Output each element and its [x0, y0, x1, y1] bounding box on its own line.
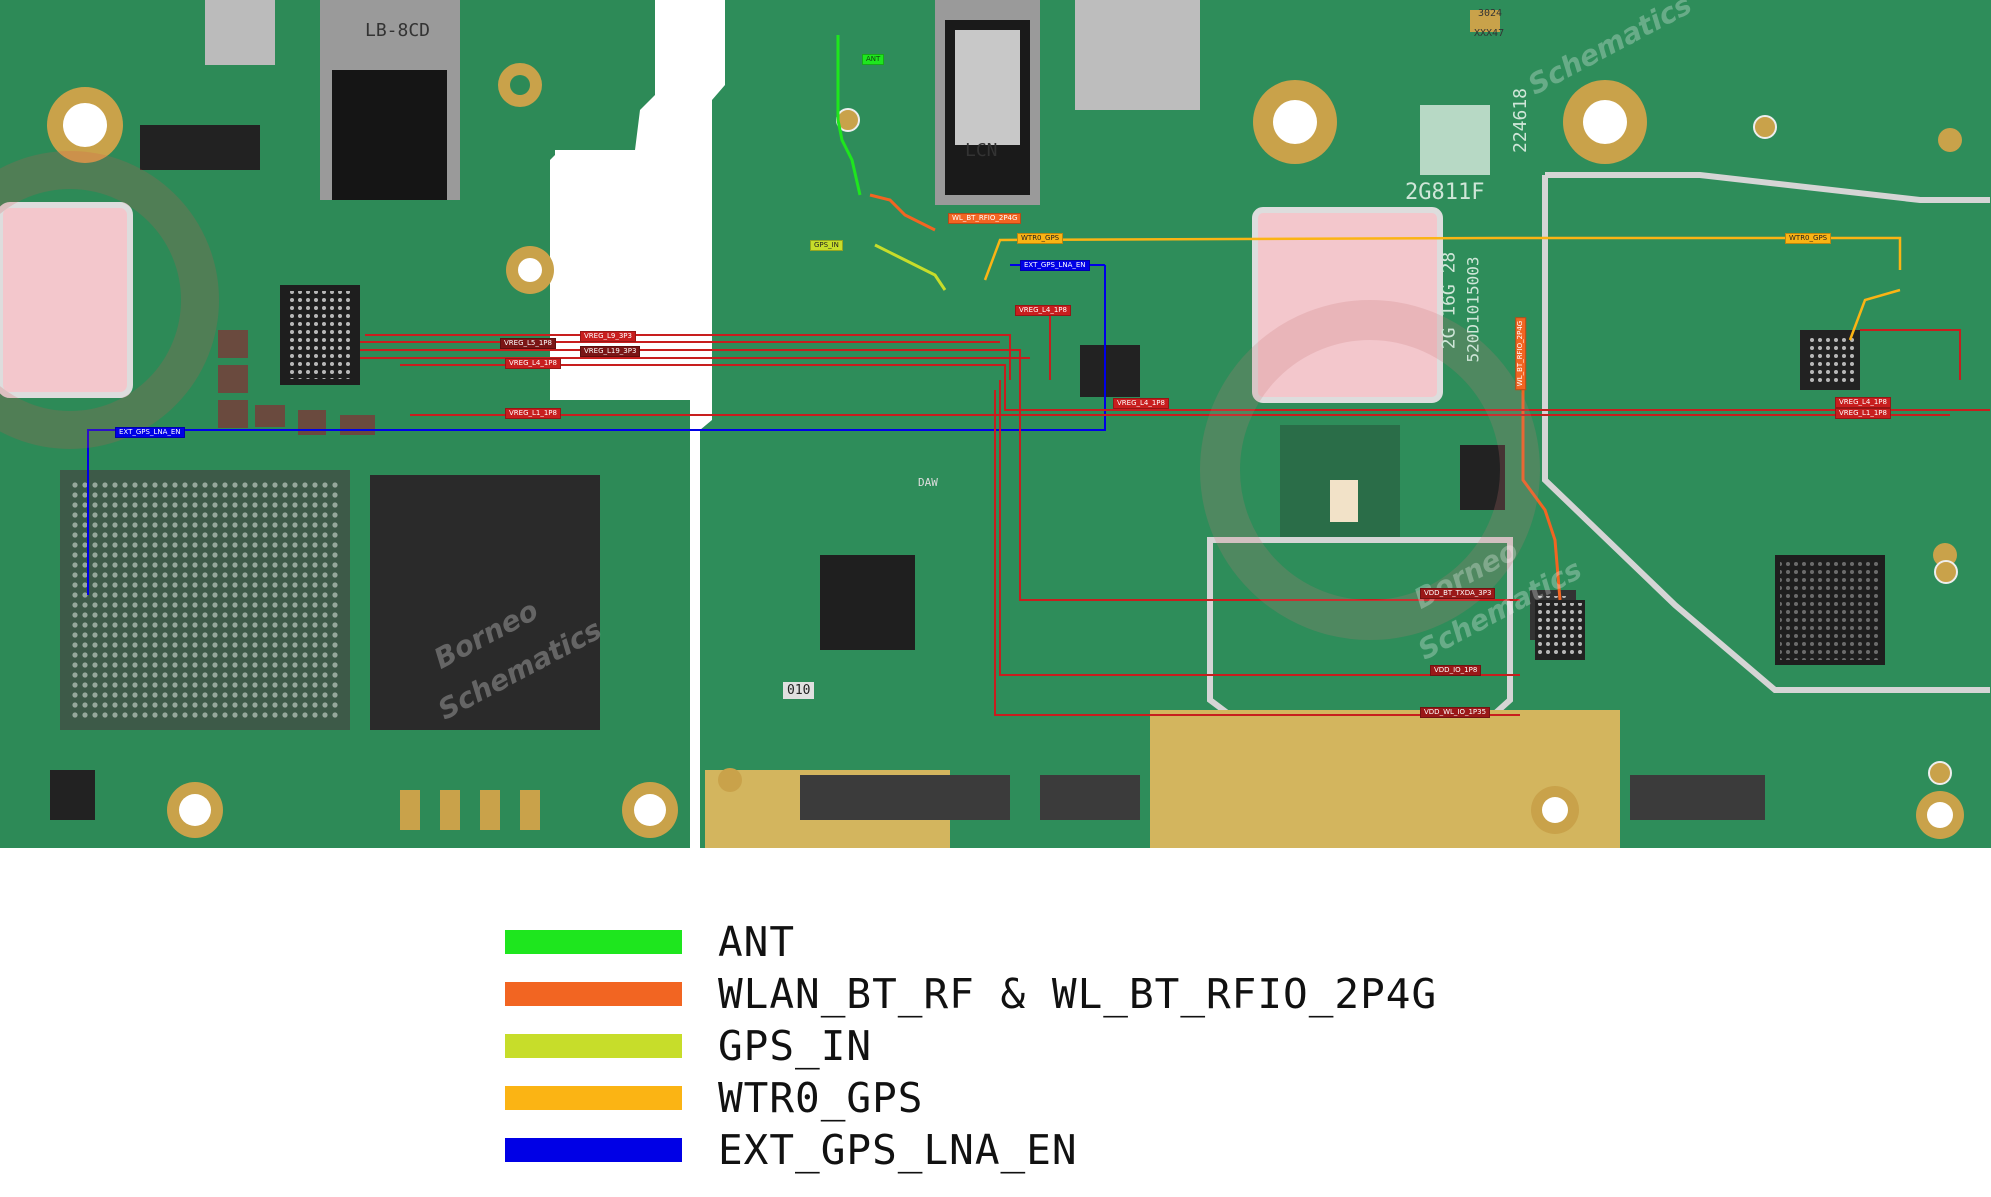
net-label-vreg-l19: VREG_L19_3P3 [580, 346, 641, 357]
legend-item: WTR0_GPS [505, 1072, 1437, 1124]
net-label-ext-lna-b: EXT_GPS_LNA_EN [115, 427, 185, 438]
xtal-a-text: 3024 [1478, 8, 1503, 19]
xtal-b-text: XXX47 [1474, 28, 1505, 39]
legend-label: WLAN_BT_RF & WL_BT_RFIO_2P4G [718, 970, 1438, 1018]
connector-a-text: LB-8CD [365, 20, 431, 41]
chip-mark2-text: DAW [918, 476, 938, 489]
connector-b-text: LCN [965, 140, 998, 161]
legend-swatch-wtr0-gps [505, 1086, 682, 1110]
right-pcb [700, 0, 1991, 848]
net-label-vreg-l5: VREG_L5_1P8 [500, 338, 556, 349]
net-label-ant: ANT [862, 54, 885, 65]
legend-swatch-gps-in [505, 1034, 682, 1058]
legend-swatch-ext-gps-lna-en [505, 1138, 682, 1162]
net-label-vdd-io: VDD_IO_1P8 [1430, 665, 1482, 676]
net-label-vreg-l4-b: VREG_L4_1P8 [1015, 305, 1071, 316]
pcb-side-text: 2G 16G 28 [1438, 251, 1460, 350]
net-label-vreg-l9: VREG_L9_3P3 [580, 331, 636, 342]
net-label-wtr0-gps-b: WTR0_GPS [1785, 233, 1832, 244]
legend-label: EXT_GPS_LNA_EN [718, 1126, 1078, 1174]
legend-item: EXT_GPS_LNA_EN [505, 1124, 1437, 1176]
legend-item: GPS_IN [505, 1020, 1437, 1072]
net-label-vreg-l4-a: VREG_L4_1P8 [505, 358, 561, 369]
net-label-wtr0-gps-a: WTR0_GPS [1017, 233, 1064, 244]
net-label-vreg-l4-c: VREG_L4_1P8 [1113, 398, 1169, 409]
net-label-vreg-l4-d: VREG_L4_1P8 [1835, 397, 1891, 408]
chip-mark-text: 010 [783, 682, 815, 699]
legend-swatch-wlan [505, 982, 682, 1006]
pcb-code-text: 224618 [1510, 87, 1532, 154]
legend-label: ANT [718, 918, 796, 966]
legend-label: WTR0_GPS [718, 1074, 924, 1122]
net-label-ext-lna-a: EXT_GPS_LNA_EN [1020, 260, 1090, 271]
pcb-serial-text: 520D1015003 [1463, 256, 1483, 363]
net-label-gps-in: GPS_IN [810, 240, 843, 251]
net-label-vreg-l1-b: VREG_L1_1P8 [1835, 408, 1891, 419]
net-label-wl-bt-rfio: WL_BT_RFIO_2P4G [948, 213, 1022, 224]
net-label-wl-bt-rfio-vertical: WL_BT_RFIO_2P4G [1515, 316, 1527, 391]
legend-swatch-ant [505, 930, 682, 954]
legend-item: WLAN_BT_RF & WL_BT_RFIO_2P4G [505, 968, 1437, 1020]
net-label-vdd-bt-txda: VDD_BT_TXDA_3P3 [1420, 588, 1496, 599]
legend-item: ANT [505, 916, 1437, 968]
legend: ANT WLAN_BT_RF & WL_BT_RFIO_2P4G GPS_IN … [505, 916, 1437, 1176]
pcb-id-text: 2G811F [1405, 180, 1485, 205]
net-label-vdd-wl-io: VDD_WL_IO_1P35 [1420, 707, 1491, 718]
net-label-vreg-l1-a: VREG_L1_1P8 [505, 408, 561, 419]
legend-label: GPS_IN [718, 1022, 873, 1070]
